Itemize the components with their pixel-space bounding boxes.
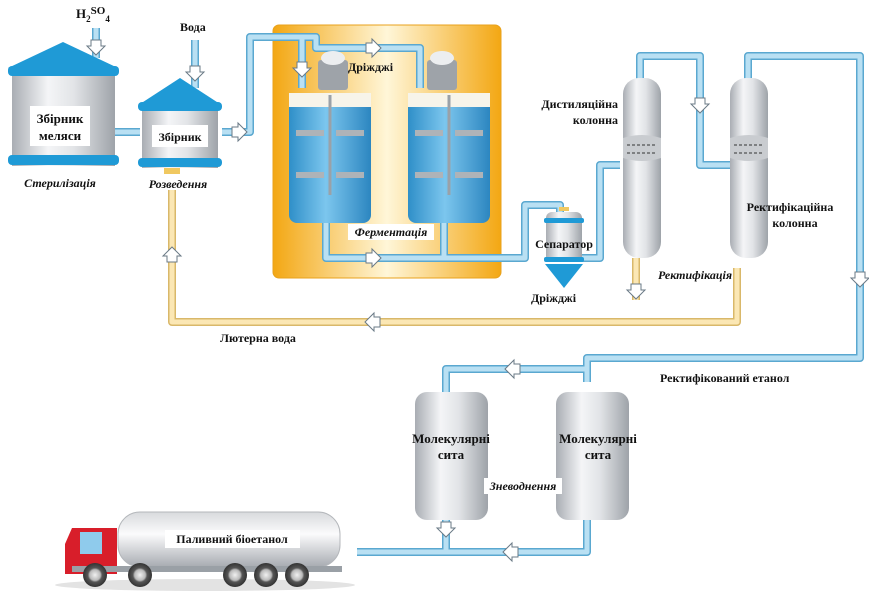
arrow-left-icon	[364, 311, 381, 333]
arrow-down-icon	[291, 61, 313, 78]
dilution-stage-label: Розведення	[149, 177, 207, 191]
arrow-up-icon	[161, 246, 183, 263]
rectification-column	[730, 78, 768, 258]
arrow-down-icon	[849, 271, 869, 288]
sieve-2-label-1: Молекулярні	[559, 431, 637, 446]
distillation-column-label-2: колонна	[573, 113, 618, 127]
water-input-label: Вода	[180, 20, 206, 34]
truck-label: Паливний біоетанол	[176, 532, 288, 546]
rectification-stage-label: Ректифікація	[658, 268, 732, 282]
arrow-down-icon	[184, 65, 206, 82]
molecular-sieve-2	[556, 392, 629, 520]
arrow-left-icon	[502, 541, 519, 563]
arrow-left-icon	[504, 358, 521, 380]
yeast-input-label: Дріжджі	[348, 60, 394, 74]
dehydration-label-bg	[484, 478, 562, 494]
fermentation-label-bg	[348, 224, 434, 240]
arrow-right-icon	[365, 247, 382, 269]
dilution-tank-label: Збірник	[158, 130, 201, 144]
fuel-truck	[55, 511, 355, 591]
rectification-column-label-2: колонна	[772, 216, 817, 230]
wheel	[254, 563, 278, 587]
flow-arrows	[85, 37, 869, 563]
acid-input-label: H2SO4	[76, 5, 110, 24]
fermenter-2	[408, 51, 490, 223]
fermentation-stage-label: Ферментація	[355, 225, 428, 239]
distillation-column-label-1: Дистиляційна	[541, 97, 618, 111]
sieve-2-label-2: сита	[585, 447, 612, 462]
molasses-tank-label-2: меляси	[39, 128, 82, 143]
molasses-tank-label-1: Збірник	[37, 111, 84, 126]
yeast-output-label: Дріжджі	[531, 291, 577, 305]
separator	[544, 207, 584, 288]
arrow-down-icon	[435, 521, 457, 538]
arrow-right-icon	[365, 37, 382, 59]
rectified-ethanol-label: Ректифікований етанол	[660, 371, 790, 385]
dehydration-stage-label: Зневоднення	[489, 479, 557, 493]
sieve-1-label-1: Молекулярні	[412, 431, 490, 446]
wheel	[128, 563, 152, 587]
sterilization-stage-label: Стерилізація	[24, 176, 96, 190]
arrow-down-icon	[689, 97, 711, 114]
molasses-tank	[8, 42, 119, 166]
rectification-column-label-1: Ректифікаційна	[747, 200, 834, 214]
fermenter-1	[289, 51, 371, 223]
stillage-water-label: Лютерна вода	[220, 331, 296, 345]
molecular-sieve-1	[415, 392, 488, 520]
distillation-column	[623, 78, 661, 258]
wheel	[285, 563, 309, 587]
separator-label: Сепаратор	[535, 237, 593, 251]
sieve-1-label-2: сита	[438, 447, 465, 462]
arrow-down-icon	[85, 39, 107, 56]
arrow-right-icon	[231, 121, 248, 143]
wheel	[83, 563, 107, 587]
dilution-tank	[138, 78, 222, 174]
wheel	[223, 563, 247, 587]
arrow-down-icon	[625, 283, 647, 300]
